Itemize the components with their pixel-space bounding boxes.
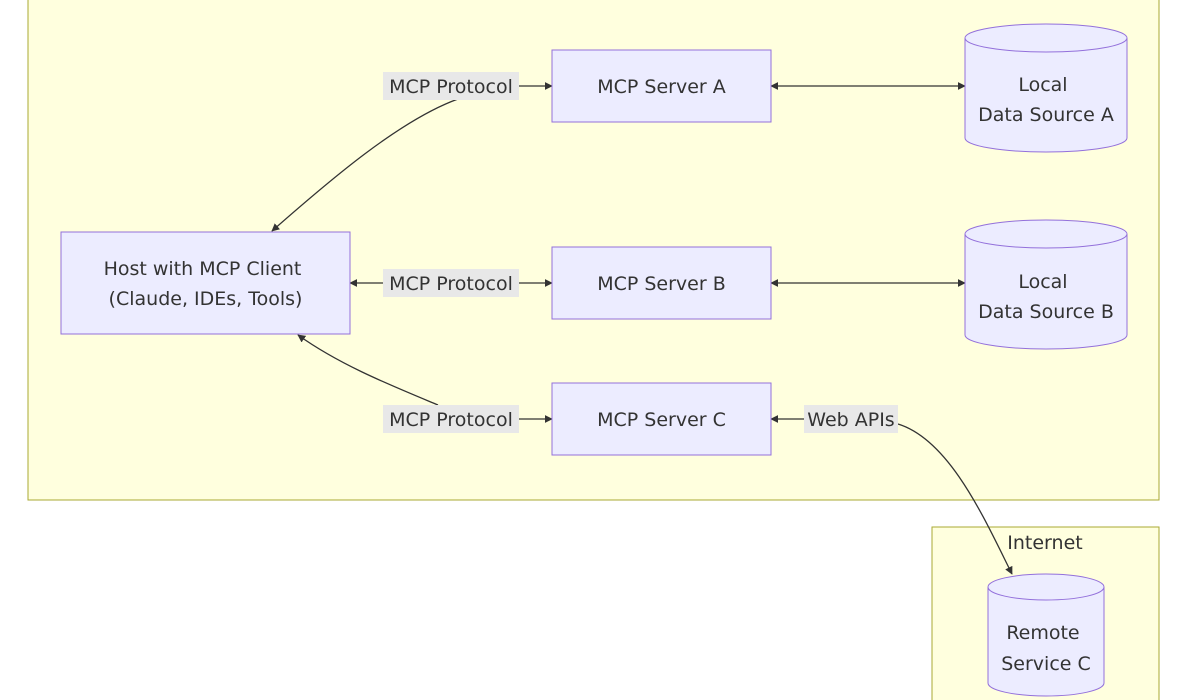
- node-data-source-a[interactable]: Local Data Source A: [964, 23, 1128, 153]
- node-label-line: Data Source A: [978, 104, 1114, 126]
- node-label-line: Host with MCP Client: [104, 258, 302, 280]
- node-label-line: Service C: [1001, 653, 1091, 675]
- node-data-source-b[interactable]: Local Data Source B: [964, 219, 1128, 350]
- node-label-line: MCP Server A: [597, 76, 726, 98]
- node-server-b[interactable]: MCP Server B: [551, 246, 772, 320]
- svg-text:Remote Service C: Remote Service C: [1001, 622, 1091, 675]
- node-label-line: (Claude, IDEs, Tools): [109, 288, 303, 310]
- node-server-c[interactable]: MCP Server C: [551, 382, 772, 456]
- svg-text:Local Data Source B: Local Data Source B: [978, 271, 1114, 323]
- edge-label-server-c-remote-c: Web APIs: [804, 405, 898, 433]
- edge-label-text: MCP Protocol: [389, 76, 513, 98]
- internet-cluster-label: Internet: [1007, 532, 1082, 554]
- node-label-line: Local: [1018, 74, 1067, 96]
- node-label-line: Local: [1018, 271, 1067, 293]
- edge-label-host-server-a: MCP Protocol: [383, 72, 519, 100]
- node-remote-service-c[interactable]: Remote Service C: [987, 573, 1105, 697]
- svg-text:MCP Server B: MCP Server B: [597, 273, 726, 295]
- node-label-line: MCP Server C: [597, 409, 726, 431]
- edge-server-c-remote-c-curve: [897, 423, 1013, 575]
- edge-label-host-server-c: MCP Protocol: [383, 405, 519, 433]
- edge-label-text: Web APIs: [807, 409, 894, 431]
- svg-text:MCP Server C: MCP Server C: [597, 409, 726, 431]
- svg-text:Host with MCP Client (Cl: Host with MCP Client (Claude, IDEs, Tool…: [104, 258, 308, 310]
- node-label-line: MCP Server B: [597, 273, 726, 295]
- edges: [271, 82, 1013, 575]
- node-label-line: Remote: [1006, 622, 1079, 644]
- edge-host-server-a: [271, 98, 459, 232]
- node-server-a[interactable]: MCP Server A: [551, 49, 772, 123]
- svg-text:MCP Server A: MCP Server A: [597, 76, 726, 98]
- node-host[interactable]: Host with MCP Client (Claude, IDEs, Tool…: [60, 231, 351, 335]
- svg-text:Local Data Source A: Local Data Source A: [978, 74, 1114, 126]
- edge-label-text: MCP Protocol: [389, 273, 513, 295]
- node-label-line: Data Source B: [978, 301, 1114, 323]
- edge-label-text: MCP Protocol: [389, 409, 513, 431]
- edge-host-server-c: [297, 334, 439, 406]
- edge-label-host-server-b: MCP Protocol: [383, 269, 519, 297]
